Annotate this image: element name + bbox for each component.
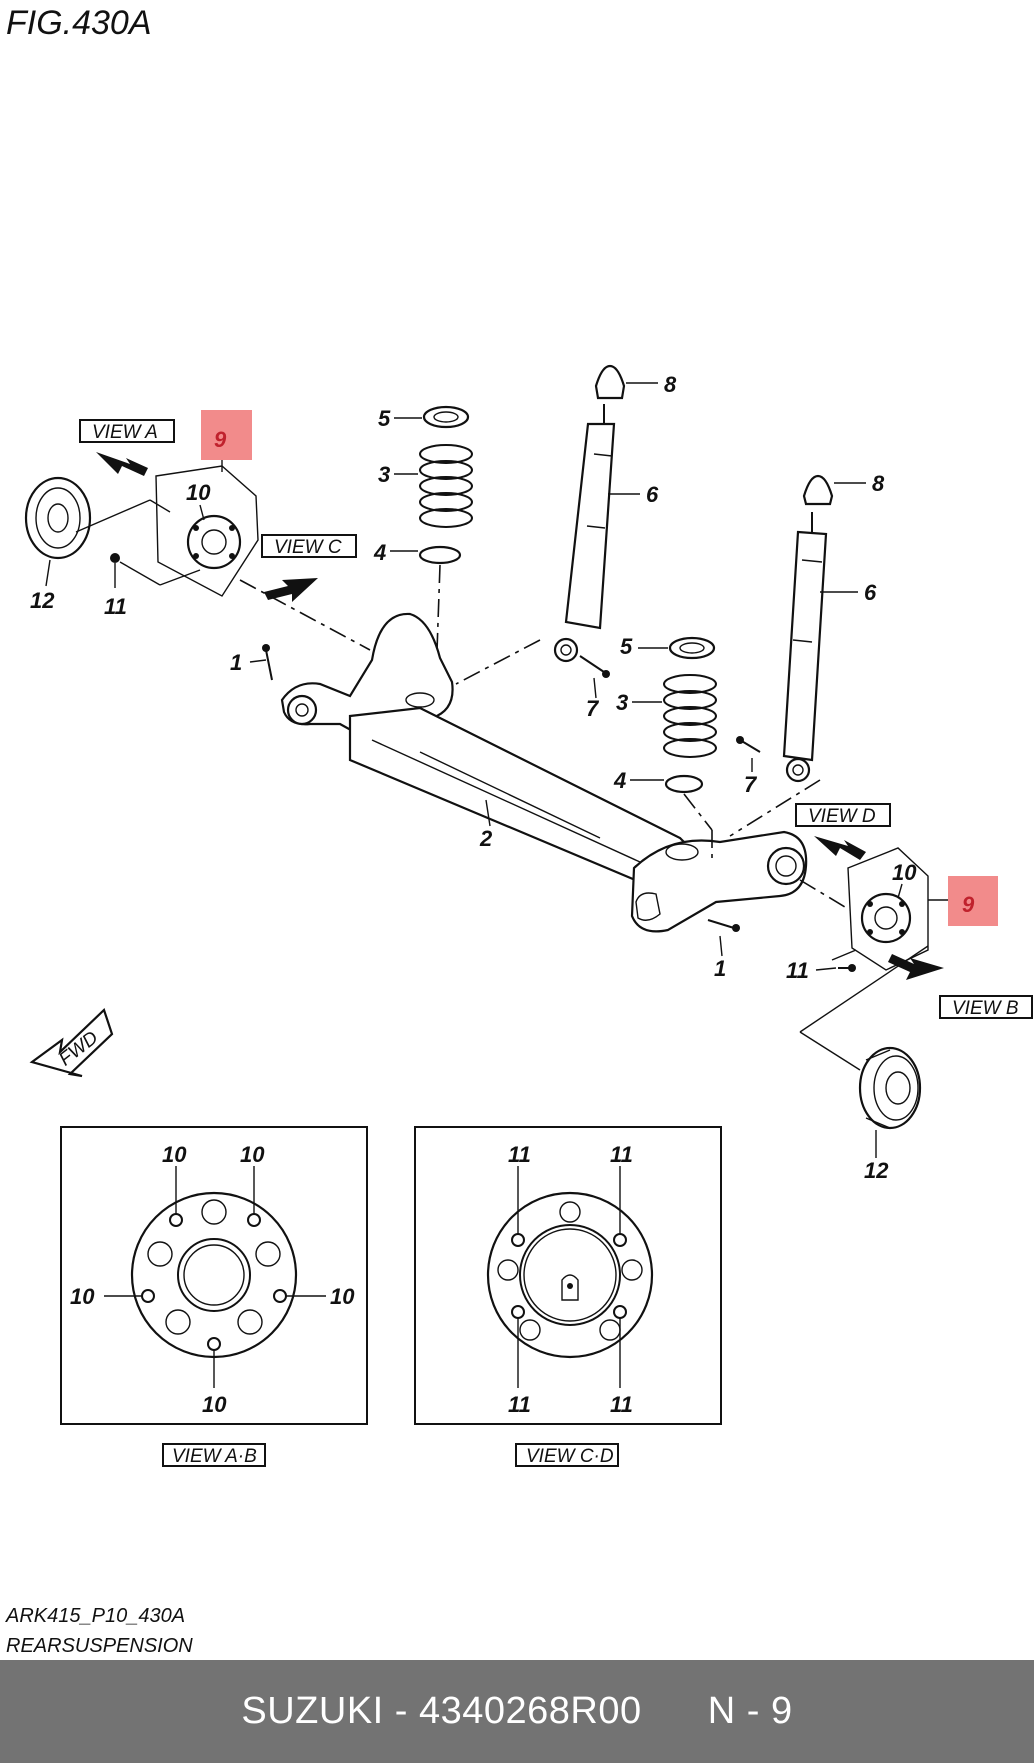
callout-11-cd-3: 11 — [508, 1392, 531, 1417]
view-c-frame — [261, 534, 357, 558]
footer-brand-part: SUZUKI - 4340268R00 — [241, 1690, 642, 1732]
footer-position: N - 9 — [707, 1690, 793, 1732]
view-ab-caption: VIEW A·B — [172, 1446, 257, 1467]
callout-7-left: 7 — [586, 696, 600, 721]
view-a-label: VIEW A — [92, 422, 158, 443]
callout-4-right: 4 — [613, 768, 626, 793]
callout-11-right: 11 — [786, 958, 809, 983]
view-b-label: VIEW B — [952, 998, 1019, 1019]
axle-bolt-right[interactable] — [707, 919, 735, 929]
shock-bolt-left[interactable] — [579, 655, 605, 673]
callout-3-left: 3 — [378, 462, 390, 487]
callout-2: 2 — [479, 826, 493, 851]
callout-5-right: 5 — [620, 634, 633, 659]
callout-12-left: 12 — [30, 588, 55, 613]
callout-10-ab-3: 10 — [70, 1284, 95, 1309]
right-spring-stack: 5 3 4 — [613, 634, 717, 860]
bump-stop-right[interactable] — [802, 474, 834, 506]
view-c-label: VIEW C — [274, 537, 342, 558]
upper-spring-seat-left[interactable] — [422, 405, 470, 429]
left-hub-assembly: VIEW A 9 10 VIEW C 12 11 — [24, 410, 371, 651]
callout-8-right: 8 — [872, 471, 885, 496]
footnote-code: ARK415_P10_430A — [5, 1605, 185, 1627]
hub-frame-right — [847, 847, 929, 971]
view-c-arrow — [264, 578, 318, 602]
detail-view-cd: 11 11 11 11 VIEW C·D — [414, 1126, 722, 1467]
view-cd-frame — [414, 1126, 722, 1425]
view-b-arrow — [888, 954, 944, 980]
callout-3-right: 3 — [616, 690, 628, 715]
callout-10-ab-4: 10 — [330, 1284, 355, 1309]
callout-5-left: 5 — [378, 406, 391, 431]
bump-stop-left[interactable] — [594, 364, 626, 400]
coil-spring-right[interactable] — [663, 674, 717, 758]
view-cd-caption-frame — [515, 1443, 619, 1467]
rear-suspension-diagram: FIG.430A VIEW A 9 10 VIEW C 12 — [5, 4, 1033, 1657]
view-d-arrow — [814, 836, 866, 860]
callout-7-right: 7 — [744, 772, 758, 797]
left-shock-group: 8 6 7 — [455, 364, 677, 721]
fwd-arrow: FWD — [29, 1008, 114, 1078]
callout-6-left: 6 — [646, 482, 659, 507]
brake-drum-right[interactable] — [858, 1046, 922, 1130]
callout-11-cd-4: 11 — [610, 1392, 633, 1417]
rear-axle-beam[interactable] — [280, 612, 808, 933]
view-cd-caption: VIEW C·D — [526, 1446, 614, 1467]
callout-11-cd-2: 11 — [610, 1142, 633, 1167]
footnote-name: REARSUSPENSION — [6, 1635, 193, 1657]
view-a-arrow — [96, 452, 148, 476]
view-b-frame — [939, 995, 1033, 1019]
left-spring-stack: 5 3 4 — [373, 405, 473, 681]
hub-flange-ab[interactable] — [130, 1191, 298, 1359]
bolt-11-left[interactable] — [110, 553, 120, 563]
view-d-frame — [795, 803, 891, 827]
shock-absorber-right[interactable] — [782, 530, 828, 762]
upper-spring-seat-right[interactable] — [668, 636, 716, 660]
figure-title: FIG.430A — [6, 4, 152, 42]
footer-bar — [0, 1660, 1034, 1763]
callout-11-left: 11 — [104, 594, 127, 619]
view-ab-caption-frame — [162, 1443, 266, 1467]
view-d-label: VIEW D — [808, 806, 876, 827]
callout-11-cd-1: 11 — [508, 1142, 531, 1167]
callout-1-right: 1 — [714, 956, 726, 981]
lower-spring-seat-left[interactable] — [418, 545, 462, 565]
callout-10-right: 10 — [892, 860, 917, 885]
callout-9-left: 9 — [214, 427, 227, 452]
callout-10-ab-1: 10 — [162, 1142, 187, 1167]
hub-bearing-right[interactable] — [860, 892, 912, 944]
right-hub-assembly: VIEW D 10 9 11 VIEW B 12 — [786, 803, 1033, 1183]
callout-8-left: 8 — [664, 372, 677, 397]
right-shock-group: 8 6 7 — [729, 471, 885, 837]
axle-bolt-left[interactable] — [265, 649, 273, 681]
part-9-left-highlight[interactable] — [201, 410, 252, 460]
callout-4-left: 4 — [373, 540, 386, 565]
callout-1-left: 1 — [230, 650, 242, 675]
callout-10-ab-2: 10 — [240, 1142, 265, 1167]
callout-6-right: 6 — [864, 580, 877, 605]
footer-caption: SUZUKI - 4340268R00 N - 9 — [0, 1660, 1034, 1763]
callout-9-right: 9 — [962, 892, 975, 917]
callout-12-right: 12 — [864, 1158, 889, 1183]
view-a-frame — [79, 419, 175, 443]
detail-view-ab: 10 10 10 10 10 VIEW A·B — [60, 1126, 368, 1467]
part-9-right-highlight[interactable] — [948, 876, 998, 926]
callout-10-left: 10 — [186, 480, 211, 505]
hub-bearing-left[interactable] — [186, 514, 242, 570]
hub-frame-left — [155, 465, 259, 597]
callout-10-ab-5: 10 — [202, 1392, 227, 1417]
lower-spring-seat-right[interactable] — [664, 774, 704, 794]
view-ab-frame — [60, 1126, 368, 1425]
coil-spring-left[interactable] — [419, 444, 473, 528]
